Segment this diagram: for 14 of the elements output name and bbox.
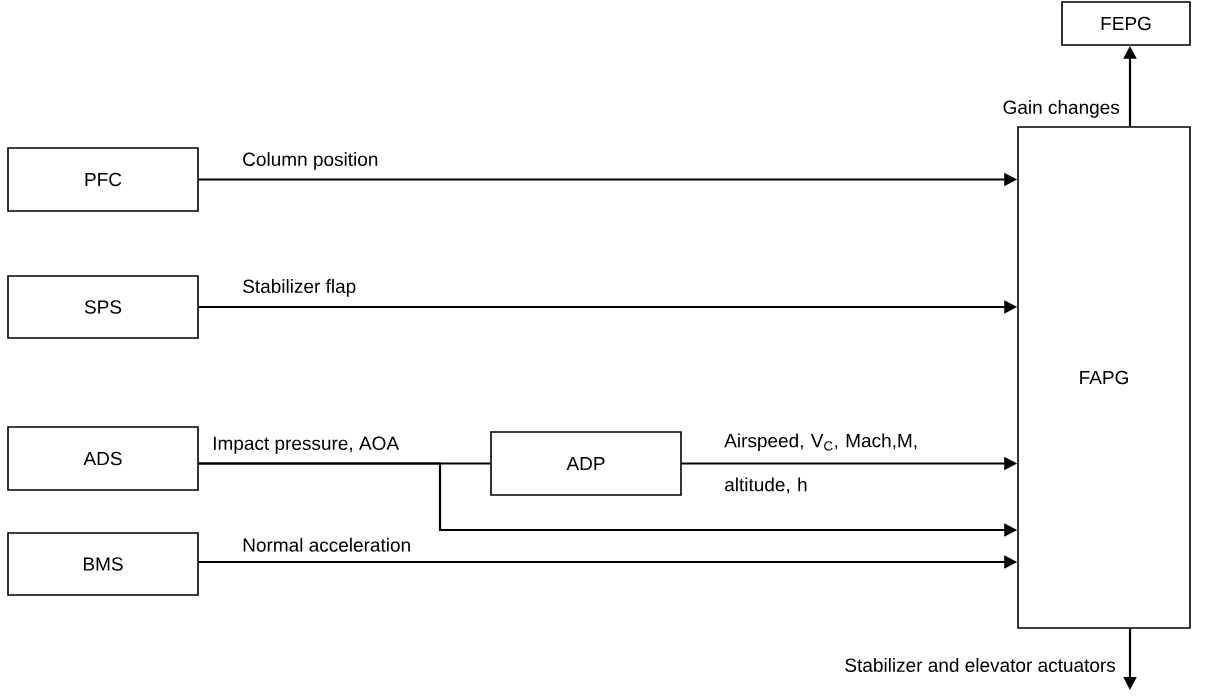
block-box: ADP <box>490 431 682 496</box>
block-box: FEPG <box>1061 1 1191 46</box>
block-box: SPS <box>7 275 199 339</box>
edge-label: Column position <box>243 152 378 170</box>
edge-label: Stabilizer and elevator actuators <box>845 658 1116 672</box>
block-box: FAPG <box>1017 126 1191 629</box>
edge-label: Airspeed, V$_{C}$, Mach,M, altitude, h <box>724 433 917 494</box>
edge-label: Normal acceleration <box>243 537 410 552</box>
block-box: PFC <box>7 147 199 212</box>
edge-label: Stabilizer flap <box>243 279 356 297</box>
block-box: ADS <box>7 426 199 491</box>
block-box: BMS <box>7 532 199 596</box>
edge-label: Impact pressure, AOA <box>213 436 400 454</box>
edge-label: Gain changes <box>1003 100 1120 118</box>
